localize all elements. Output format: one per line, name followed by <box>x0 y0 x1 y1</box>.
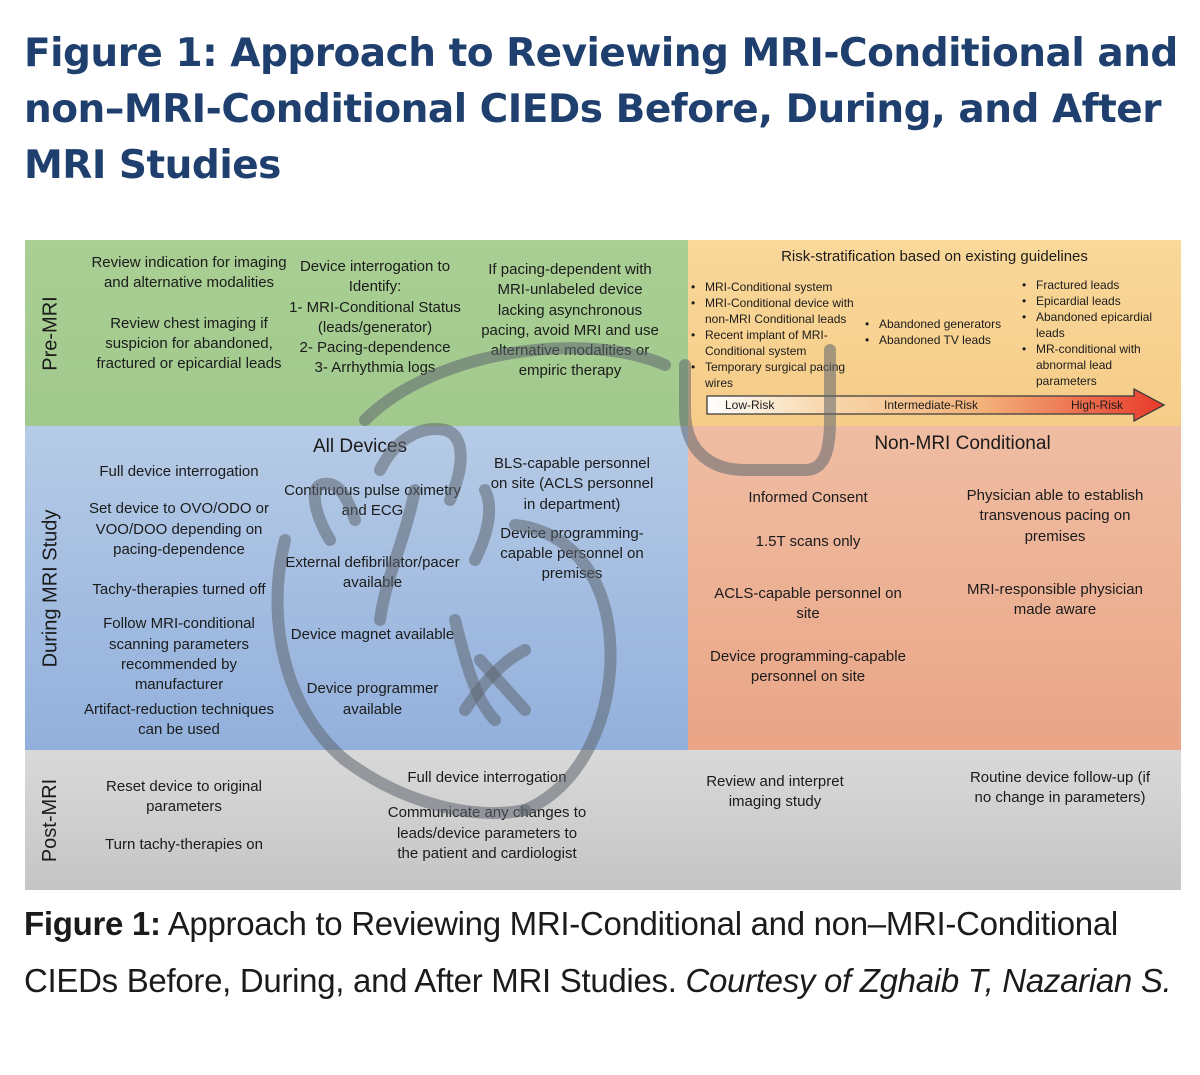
during-col2: Continuous pulse oximetry and ECG Extern… <box>275 481 470 720</box>
pre-item: Review indication for imaging and altern… <box>91 254 287 292</box>
post-col1: Reset device to original parameters Turn… <box>89 777 279 855</box>
during-non-conditional-panel <box>688 426 1181 750</box>
post-item: Turn tachy-therapies on <box>105 835 263 853</box>
pre-item: Review chest imaging if suspicion for ab… <box>96 314 282 373</box>
high-risk-item: Epicardial leads <box>1020 293 1170 309</box>
post-col4: Routine device follow-up (if no change i… <box>965 768 1155 809</box>
pre-item: 1- MRI-Conditional Status (leads/generat… <box>289 298 461 336</box>
post-item: Full device interrogation <box>407 769 567 786</box>
non-conditional-item: 1.5T scans only <box>755 533 861 551</box>
low-risk-list: MRI-Conditional system MRI-Conditional d… <box>689 279 861 391</box>
pre-item: If pacing-dependent with MRI-unlabeled d… <box>481 261 659 380</box>
post-item: Communicate any changes to leads/device … <box>387 804 587 862</box>
pre-item: 3- Arrhythmia logs <box>314 359 436 377</box>
pre-item: Device interrogation to Identify: <box>299 258 451 296</box>
figure-title: Figure 1: Approach to Reviewing MRI-Cond… <box>24 31 1178 188</box>
pre-item: 2- Pacing-dependence <box>299 339 451 357</box>
non-conditional-item: Informed Consent <box>748 489 868 506</box>
row-label-pre-mri: Pre-MRI <box>25 240 77 426</box>
all-devices-heading: All Devices <box>313 436 407 457</box>
pre-col1: Review indication for imaging and altern… <box>87 253 291 374</box>
row-label-post-mri: Post-MRI <box>25 750 77 890</box>
high-risk-list: Fractured leads Epicardial leads Abandon… <box>1020 277 1170 389</box>
during-item: Continuous pulse oximetry and ECG <box>284 482 461 520</box>
non-conditional-item: Device programming-capable personnel on … <box>710 648 906 686</box>
during-item: Device magnet available <box>290 626 455 644</box>
low-risk-item: Temporary surgical pacing wires <box>689 359 861 391</box>
figure-caption: Figure 1: Approach to Reviewing MRI-Cond… <box>24 895 1184 1009</box>
during-col3: BLS-capable personnel on site (ACLS pers… <box>487 454 657 585</box>
high-risk-item: Fractured leads <box>1020 277 1170 293</box>
during-item: Set device to OVO/ODO or VOO/DOO dependi… <box>88 500 270 558</box>
post-col3: Review and interpret imaging study <box>695 772 855 813</box>
intermediate-risk-list: Abandoned generators Abandoned TV leads <box>863 316 1023 348</box>
post-item: Review and interpret imaging study <box>706 773 844 811</box>
caption-label: Figure 1: <box>24 905 161 942</box>
non-mri-conditional-heading: Non-MRI Conditional <box>874 433 1051 454</box>
low-risk-label: Low-Risk <box>725 398 775 412</box>
caption-text: Approach to Reviewing MRI-Conditional an… <box>24 905 1118 999</box>
post-item: Reset device to original parameters <box>106 778 262 816</box>
during-item: Follow MRI-conditional scanning paramete… <box>103 615 255 694</box>
high-risk-item: Abandoned epicardial leads <box>1020 309 1170 341</box>
cied-mri-diagram: Pre-MRI During MRI Study Post-MRI Review… <box>25 240 1181 890</box>
low-risk-item: MRI-Conditional system <box>689 279 861 295</box>
high-risk-label: High-Risk <box>1071 398 1124 412</box>
post-item: Routine device follow-up (if no change i… <box>969 769 1151 807</box>
non-conditional-item: Physician able to establish transvenous … <box>966 487 1144 545</box>
non-conditional-col2: Physician able to establish transvenous … <box>955 486 1155 620</box>
row-label-text: Pre-MRI <box>39 295 62 371</box>
during-item: Tachy-therapies turned off <box>92 581 266 599</box>
low-risk-item: Recent implant of MRI-Conditional system <box>689 327 861 359</box>
low-risk-item: MRI-Conditional device with non-MRI Cond… <box>689 295 861 327</box>
pre-col3: If pacing-dependent with MRI-unlabeled d… <box>473 260 667 382</box>
during-item: Full device interrogation <box>99 463 259 480</box>
post-col2: Full device interrogation Communicate an… <box>387 768 587 864</box>
intermediate-risk-label: Intermediate-Risk <box>884 398 979 412</box>
non-conditional-item: MRI-responsible physician made aware <box>967 580 1143 619</box>
during-item: External defibrillator/pacer available <box>285 553 460 591</box>
intermediate-risk-item: Abandoned TV leads <box>863 332 1023 348</box>
high-risk-item: MR-conditional with abnormal lead parame… <box>1020 341 1170 389</box>
row-label-text: Post-MRI <box>39 778 62 862</box>
caption-credit: Courtesy of Zghaib T, Nazarian S. <box>685 962 1172 999</box>
during-item: Artifact-reduction techniques can be use… <box>83 700 275 738</box>
during-item: Device programmer available <box>306 680 439 718</box>
risk-heading: Risk-stratification based on existing gu… <box>781 248 1088 265</box>
intermediate-risk-item: Abandoned generators <box>863 316 1023 332</box>
row-label-text: During MRI Study <box>39 509 62 667</box>
during-item: Device programming-capable personnel on … <box>500 524 644 583</box>
pre-col2: Device interrogation to Identify: 1- MRI… <box>281 257 469 379</box>
non-conditional-col1: Informed Consent 1.5T scans only ACLS-ca… <box>708 488 908 688</box>
during-item: BLS-capable personnel on site (ACLS pers… <box>490 455 654 513</box>
row-label-during-mri: During MRI Study <box>25 426 77 750</box>
during-col1: Full device interrogation Set device to … <box>83 462 275 740</box>
non-conditional-item: ACLS-capable personnel on site <box>714 584 902 622</box>
